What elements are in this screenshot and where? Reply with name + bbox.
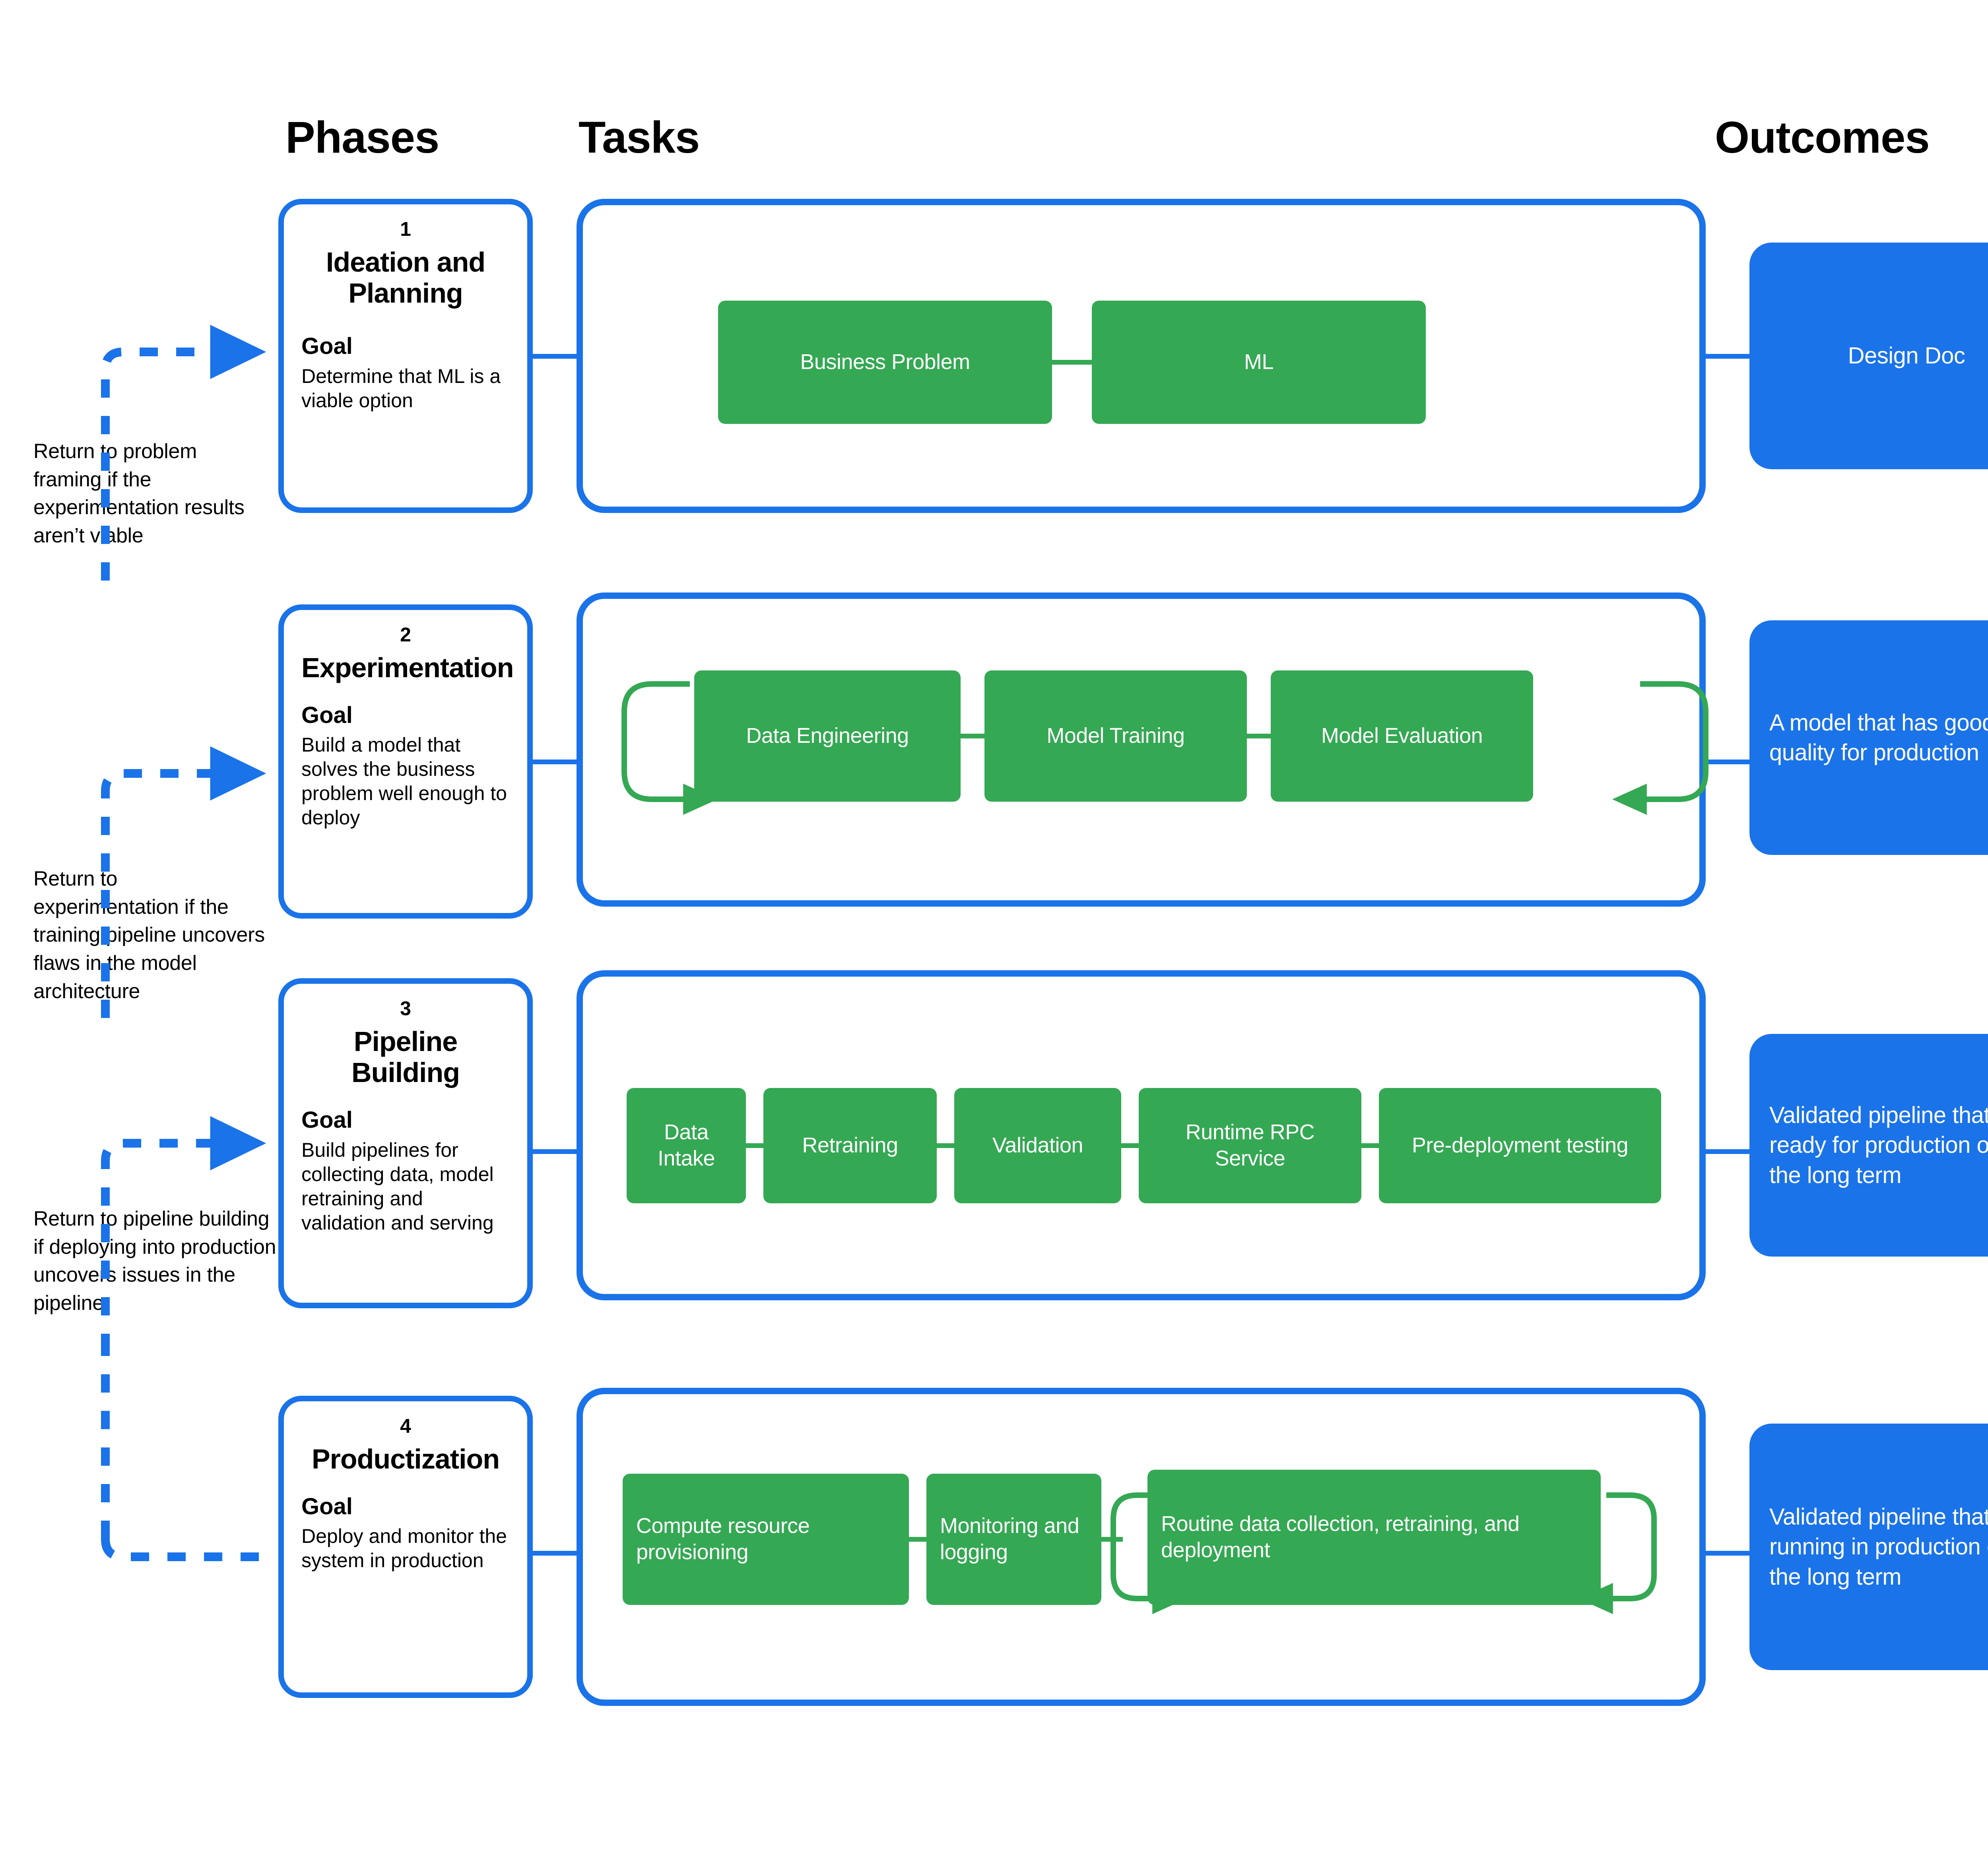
connector-tasks-outcome-2 [1706, 760, 1749, 764]
connector-phase-tasks-2 [533, 760, 577, 764]
connector-tasks-outcome-3 [1706, 1149, 1749, 1154]
phase-row-1: 1 Ideation and Planning Goal Determine t… [0, 199, 1988, 517]
tasks-card-3: Data Intake Retraining Validation Runtim… [577, 970, 1706, 1300]
column-header-tasks: Tasks [579, 113, 700, 162]
task-box-validation[interactable]: Validation [954, 1088, 1121, 1203]
task-link-4a [909, 1537, 926, 1542]
task-box-model-evaluation[interactable]: Model Evaluation [1271, 670, 1533, 802]
task-box-monitoring-and-logging[interactable]: Monitoring and logging [926, 1474, 1101, 1605]
task-link-3d [1361, 1143, 1379, 1148]
tasks-card-2: Data Engineering Model Training Model Ev… [577, 592, 1706, 907]
phase-card-3[interactable]: 3 Pipeline Building Goal Build pipelines… [278, 978, 533, 1308]
outcome-box-1[interactable]: Design Doc [1749, 243, 1988, 469]
tasks-card-1: Business Problem ML [577, 199, 1706, 513]
task-box-retraining[interactable]: Retraining [763, 1088, 937, 1203]
outcome-box-4[interactable]: Validated pipeline that’s running in pro… [1749, 1424, 1988, 1670]
connector-phase-tasks-1 [533, 354, 577, 359]
task-box-runtime-rpc-service[interactable]: Runtime RPC Service [1139, 1088, 1361, 1203]
task-box-ml[interactable]: ML [1092, 301, 1426, 424]
task-link-1 [1052, 360, 1092, 365]
task-link-3b [937, 1143, 954, 1148]
task-box-data-intake[interactable]: Data Intake [627, 1088, 746, 1203]
phase-row-3: 3 Pipeline Building Goal Build pipelines… [0, 970, 1988, 1308]
tasks-card-4: Compute resource provisioning Monitoring… [577, 1388, 1706, 1706]
task-box-pre-deployment-testing[interactable]: Pre-deployment testing [1379, 1088, 1661, 1203]
goal-text-1: Determine that ML is a viable option [301, 365, 501, 412]
phase-card-4[interactable]: 4 Productization Goal Deploy and monitor… [278, 1396, 533, 1698]
phase-number-1: 1 [400, 218, 411, 240]
feedback-note-3: Return to pipeline building if deploying… [33, 1207, 276, 1315]
phase-title-1: Ideation and Planning [326, 246, 485, 309]
connector-phase-tasks-3 [533, 1149, 577, 1154]
feedback-note-1: Return to problem framing if the experim… [33, 440, 245, 548]
task-link-2a [961, 734, 984, 738]
outcome-box-3[interactable]: Validated pipeline that’s ready for prod… [1749, 1034, 1988, 1257]
task-link-3a [746, 1143, 763, 1148]
goal-text-4: Deploy and monitor the system in product… [301, 1525, 507, 1572]
phase-row-4: 4 Productization Goal Deploy and monitor… [0, 1388, 1988, 1706]
task-box-compute-resource-provisioning[interactable]: Compute resource provisioning [623, 1474, 909, 1605]
connector-tasks-outcome-1 [1706, 354, 1749, 359]
task-box-data-engineering[interactable]: Data Engineering [694, 670, 961, 802]
task-box-model-training[interactable]: Model Training [984, 670, 1247, 802]
task-link-4b [1101, 1537, 1123, 1542]
goal-text-3: Build pipelines for collecting data, mod… [301, 1138, 494, 1234]
phase-number-3: 3 [400, 997, 411, 1020]
task-box-business-problem[interactable]: Business Problem [718, 301, 1052, 424]
phase-card-2[interactable]: 2 Experimentation Goal Build a model tha… [278, 604, 533, 919]
goal-label-1: Goal [301, 333, 353, 359]
column-header-phases: Phases [285, 113, 439, 162]
feedback-note-2: Return to experimentation if the trainin… [33, 867, 265, 1003]
connector-tasks-outcome-4 [1706, 1551, 1749, 1556]
outcome-box-2[interactable]: A model that has good quality for produc… [1749, 620, 1988, 855]
phase-title-3: Pipeline Building [351, 1026, 460, 1088]
connector-phase-tasks-4 [533, 1551, 577, 1556]
task-link-3c [1121, 1143, 1139, 1148]
phase-title-4: Productization [311, 1443, 500, 1474]
goal-label-4: Goal [301, 1493, 353, 1519]
phase-number-4: 4 [400, 1415, 411, 1437]
task-box-routine-data-collection[interactable]: Routine data collection, retraining, and… [1147, 1470, 1601, 1605]
phase-number-2: 2 [400, 624, 411, 646]
phase-title-2: Experimentation [301, 652, 514, 683]
goal-text-2: Build a model that solves the business p… [301, 734, 507, 829]
column-header-outcomes: Outcomes [1715, 113, 1930, 162]
phase-card-1[interactable]: 1 Ideation and Planning Goal Determine t… [278, 199, 533, 513]
goal-label-2: Goal [301, 702, 353, 728]
phase-row-2: 2 Experimentation Goal Build a model tha… [0, 592, 1988, 919]
goal-label-3: Goal [301, 1107, 353, 1133]
task-link-2b [1247, 734, 1271, 738]
